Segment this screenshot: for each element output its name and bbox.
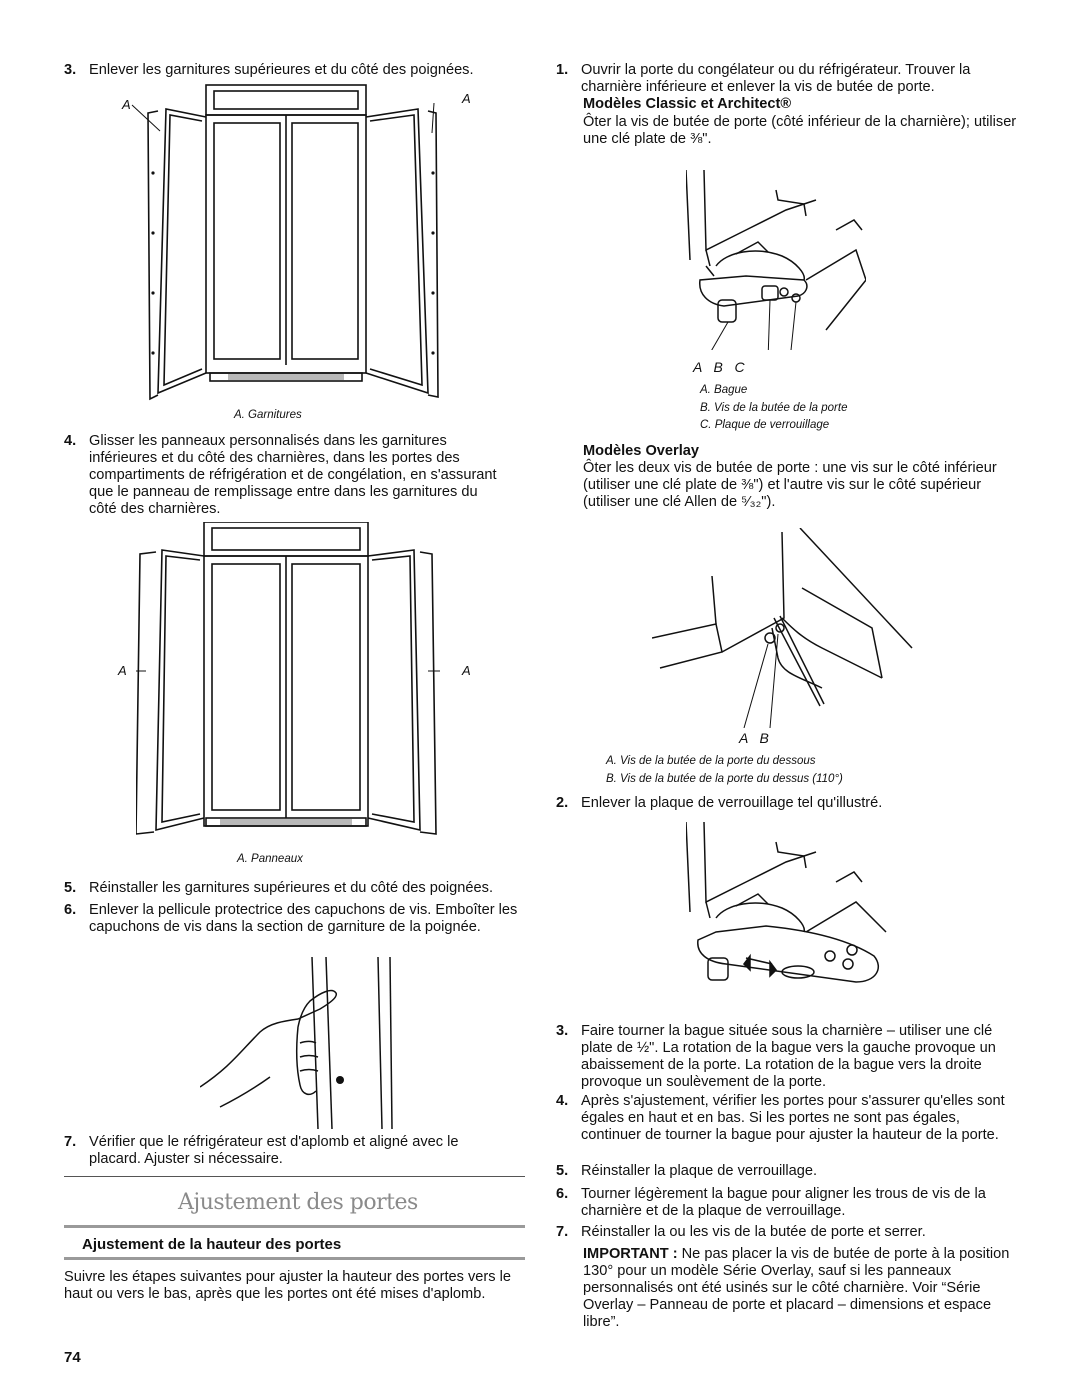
fig3-caption-c: C. Plaque de verrouillage — [700, 419, 830, 431]
fig4-labels: A B — [739, 730, 769, 746]
overlay-hinge-illustration — [652, 528, 913, 728]
subsection-rule-bottom — [64, 1257, 525, 1260]
fridge-panels-illustration — [136, 522, 440, 835]
r-step-7-reinstall-screws: 7. Réinstaller la ou les vis de la butée… — [556, 1224, 926, 1240]
hinge-stop-screw-illustration — [686, 170, 866, 350]
important-label: IMPORTANT : — [583, 1246, 678, 1262]
fig2-caption: A. Panneaux — [237, 853, 303, 865]
overlay-heading: Modèles Overlay — [583, 443, 699, 459]
fig1-label-a-right: A — [462, 91, 471, 106]
r-step-6-align-holes: 6. Tourner légèrement la bague pour alig… — [556, 1186, 986, 1219]
page-number: 74 — [64, 1349, 81, 1366]
fig1-caption: A. Garnitures — [234, 409, 302, 421]
fig2-label-a-left: A — [118, 663, 127, 678]
fig3-caption-b: B. Vis de la butée de la porte — [700, 402, 848, 414]
r-step-3-turn-collar: 3. Faire tourner la bague située sous la… — [556, 1023, 996, 1090]
intro-paragraph: Suivre les étapes suivantes pour ajuster… — [64, 1269, 511, 1302]
important-note: IMPORTANT : Ne pas placer la vis de buté… — [583, 1246, 1010, 1330]
lock-plate-removal-illustration — [686, 822, 887, 983]
step-7-check-level: 7. Vérifier que le réfrigérateur est d'a… — [64, 1134, 459, 1167]
r-step-1-open-door: 1. Ouvrir la porte du congélateur ou du … — [556, 62, 971, 95]
r-step-2-remove-lock-plate: 2. Enlever la plaque de verrouillage tel… — [556, 795, 883, 811]
fig1-label-a-left: A — [122, 97, 131, 112]
classic-architect-heading: Modèles Classic et Architect® — [583, 96, 792, 112]
fig2-label-a-right: A — [462, 663, 471, 678]
fridge-trims-illustration — [131, 84, 439, 401]
subsection-rule-top — [64, 1225, 525, 1228]
step-6-screw-caps: 6. Enlever la pellicule protectrice des … — [64, 902, 518, 935]
step-3-remove-trims: 3. Enlever les garnitures supérieures et… — [64, 62, 474, 78]
section-divider-top — [64, 1176, 525, 1177]
step-5-reinstall-trims: 5. Réinstaller les garnitures supérieure… — [64, 880, 493, 896]
subsection-title: Ajustement de la hauteur des portes — [82, 1236, 342, 1253]
section-title: Ajustement des portes — [178, 1190, 418, 1215]
classic-architect-text: Ôter la vis de butée de porte (côté infé… — [583, 114, 1017, 147]
fig4-caption-b: B. Vis de la butée de la porte du dessus… — [606, 773, 843, 785]
r-step-5-reinstall-plate: 5. Réinstaller la plaque de verrouillage… — [556, 1163, 818, 1179]
step-4-slide-panels: 4. Glisser les panneaux personnalisés da… — [64, 433, 497, 517]
r-step-4-check-doors: 4. Après s'ajustement, vérifier les port… — [556, 1093, 1005, 1143]
hand-screw-cap-illustration — [200, 957, 393, 1129]
fig3-labels: A B C — [693, 359, 745, 375]
fig3-caption-a: A. Bague — [700, 384, 748, 396]
overlay-text: Ôter les deux vis de butée de porte : un… — [583, 460, 997, 510]
fig4-caption-a: A. Vis de la butée de la porte du dessou… — [606, 755, 816, 767]
